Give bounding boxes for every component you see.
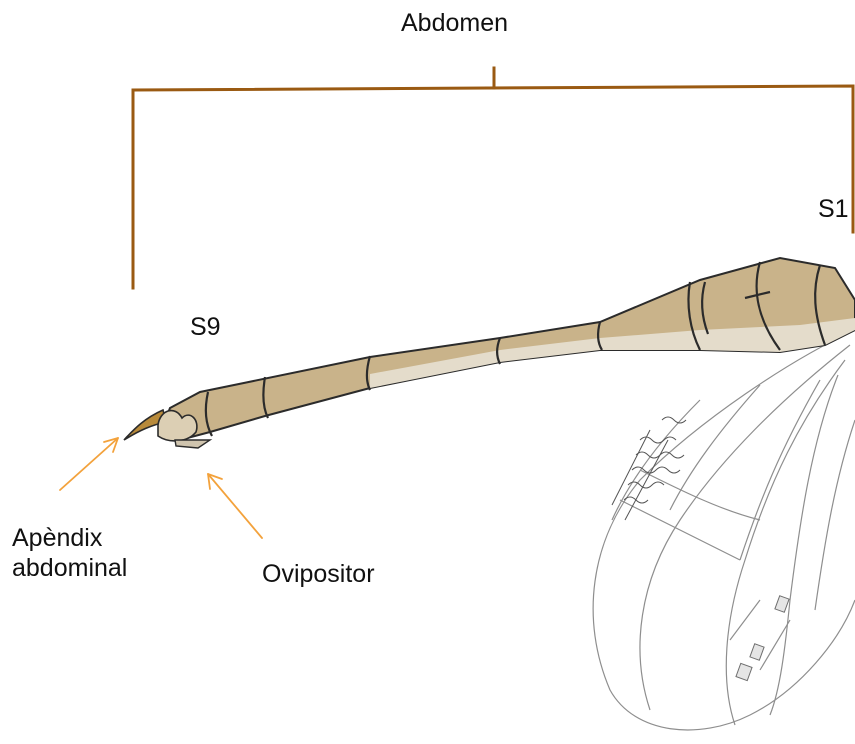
abdomen-bracket [133, 68, 853, 288]
wing-venation [612, 417, 686, 520]
title-label: Abdomen [401, 8, 508, 38]
ovipositor-label: Ovipositor [262, 559, 375, 589]
segment-label-s1: S1 [818, 194, 849, 224]
appendix-label-line2: abdominal [12, 553, 172, 583]
appendix-arrow [60, 438, 118, 490]
abdomen-body [124, 258, 855, 448]
wing [593, 330, 855, 730]
appendix-label: Apèndix abdominal [12, 523, 172, 583]
ovipositor-arrow [208, 474, 262, 538]
appendix-label-line1: Apèndix [12, 523, 172, 553]
segment-label-s9: S9 [190, 312, 221, 342]
